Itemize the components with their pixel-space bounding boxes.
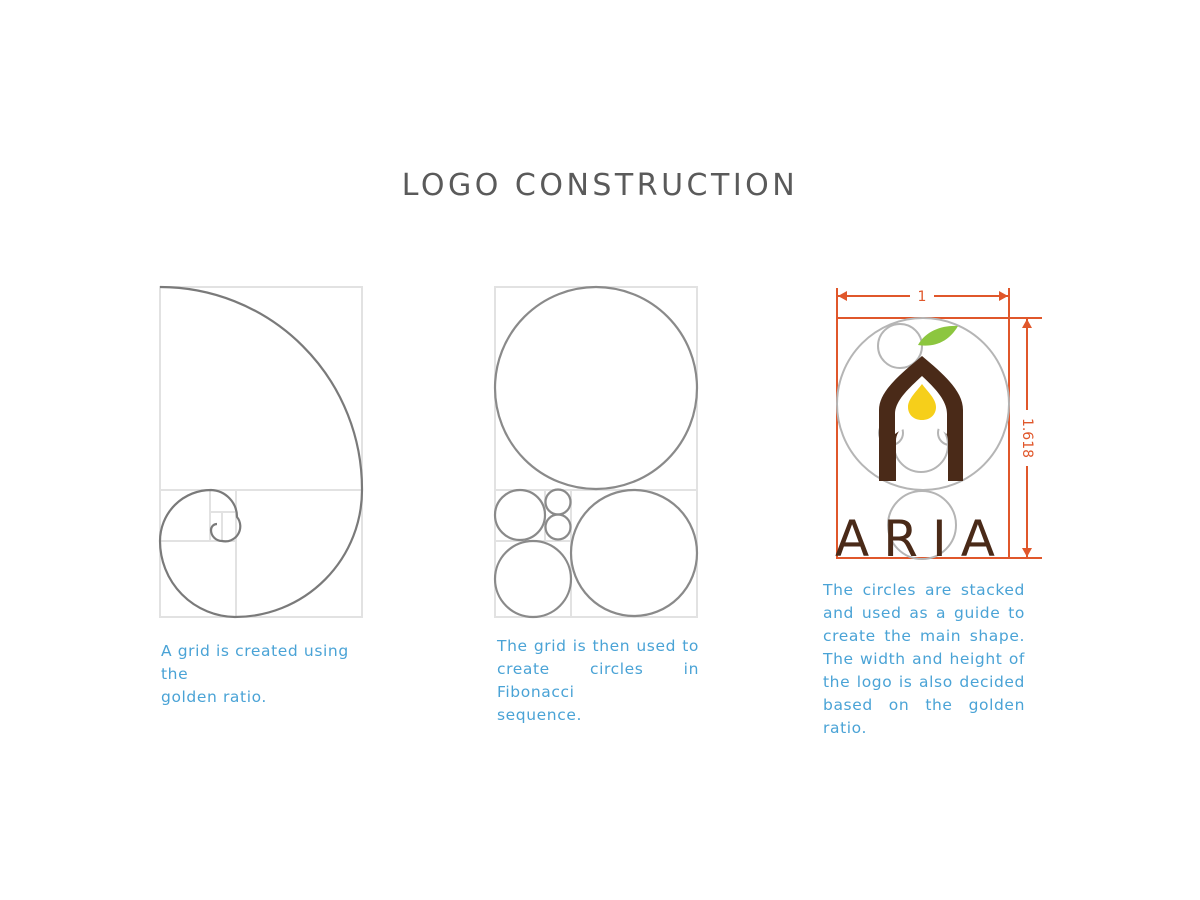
grid-outer-rect — [494, 286, 698, 618]
caption-line: based on the golden ratio. — [823, 696, 1025, 737]
guide-circle-bottom — [887, 490, 957, 560]
caption-line: create circles in Fibonacci — [497, 660, 699, 701]
circle-large — [493, 285, 699, 491]
caption-line: golden ratio. — [161, 688, 267, 706]
caption-fibonacci: The grid is then used to create circles … — [497, 635, 699, 727]
caption-line: sequence. — [497, 706, 583, 724]
logo-construction: 1 1.618 ARIA — [835, 288, 1042, 568]
drop-icon — [908, 384, 936, 420]
caption-logo-construction: The circles are stacked and used as a gu… — [823, 579, 1025, 740]
golden-spiral — [158, 285, 364, 619]
height-label: 1.618 — [1019, 418, 1035, 458]
caption-line: and used as a guide to — [823, 604, 1025, 622]
caption-line: The circles are stacked — [823, 581, 1025, 599]
grid-outer-rect — [159, 286, 363, 618]
caption-golden-grid: A grid is created using the golden ratio… — [161, 640, 376, 709]
leaf-icon — [918, 325, 958, 346]
fibonacci-grid — [494, 286, 698, 618]
logo-wordmark: ARIA — [835, 510, 1009, 568]
arrowhead-top — [1022, 319, 1032, 328]
golden-ratio-grid — [159, 286, 363, 618]
caption-line: A grid is created using the — [161, 642, 349, 683]
fibonacci-circles — [493, 285, 699, 619]
page-title: LOGO CONSTRUCTION — [401, 168, 799, 203]
caption-line: The grid is then used to — [497, 637, 699, 655]
arrowhead-left — [838, 291, 847, 301]
width-label: 1 — [918, 289, 927, 305]
circle-tiny — [544, 513, 572, 541]
caption-line: create the main shape. — [823, 627, 1025, 645]
circle-small — [493, 539, 573, 619]
caption-line: the logo is also decided — [823, 673, 1025, 691]
circle-medium — [569, 488, 699, 618]
arrowhead-bottom — [1022, 548, 1032, 557]
circle-smaller — [493, 488, 547, 542]
measurement-arrowheads — [838, 291, 1032, 557]
guide-circle-main — [836, 317, 1010, 491]
circle-tiny — [544, 488, 572, 516]
guide-circle-top — [877, 323, 923, 369]
caption-line: The width and height of — [823, 650, 1025, 668]
arrowhead-right — [999, 291, 1008, 301]
